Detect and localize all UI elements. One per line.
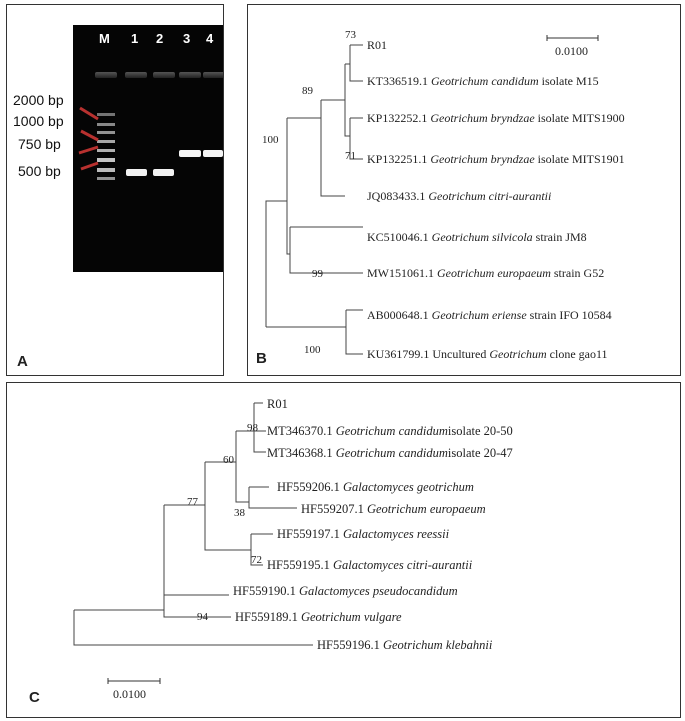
taxon-c-9: HF559196.1 Geotrichum klebahnii (317, 638, 493, 652)
marker-label-1000: 1000 bp (13, 113, 64, 129)
well-2 (153, 72, 175, 78)
scale-bar-c: 0.0100 (107, 678, 161, 701)
taxon-c-0: R01 (267, 397, 288, 411)
tree-b-bootstrap: 73 89 71 100 99 100 (262, 29, 357, 356)
tree-c-bootstrap: 98 60 38 77 72 94 (187, 422, 262, 623)
lane-label-1: 1 (131, 31, 139, 46)
bootstrap-b-99: 99 (312, 268, 324, 280)
band-lane-4 (203, 150, 223, 157)
tree-b: 0.0100 R01 KT336519.1 Geotrichum candidu… (262, 29, 625, 361)
tree-b-branches (265, 44, 363, 355)
taxon-c-2: MT346368.1 Geotrichum candidumisolate 20… (267, 446, 513, 460)
taxon-c-4: HF559207.1 Geotrichum europaeum (301, 502, 486, 516)
scale-bar-b: 0.0100 (546, 35, 599, 58)
pointer-2000 (79, 106, 99, 121)
bootstrap-b-71: 71 (345, 150, 356, 162)
panel-a-gel: M 1 2 3 4 2000 bp 1000 bp 750 bp 500 bp … (6, 4, 224, 376)
marker-label-750: 750 bp (18, 136, 61, 152)
taxon-b-0: R01 (367, 38, 387, 52)
taxon-c-1: MT346370.1 Geotrichum candidumisolate 20… (267, 424, 513, 438)
tree-c-branches (73, 402, 313, 646)
marker-label-500: 500 bp (18, 163, 61, 179)
bootstrap-c-60: 60 (223, 454, 235, 466)
taxon-c-5: HF559197.1 Galactomyces reessii (277, 527, 450, 541)
taxon-c-8: HF559189.1 Geotrichum vulgare (235, 610, 402, 624)
tree-c-labels: R01 MT346370.1 Geotrichum candidumisolat… (233, 397, 513, 652)
scale-label-b: 0.0100 (555, 44, 588, 58)
taxon-c-7: HF559190.1 Galactomyces pseudocandidum (233, 584, 458, 598)
bootstrap-c-98: 98 (247, 422, 259, 434)
panel-c-tree: 0.0100 R01 MT346370.1 Geotrichum candidu… (6, 382, 681, 718)
taxon-b-2: KP132252.1 Geotrichum bryndzae isolate M… (367, 111, 625, 125)
well-1 (125, 72, 147, 78)
bootstrap-b-89: 89 (302, 85, 314, 97)
taxon-c-6: HF559195.1 Galactomyces citri-aurantii (267, 558, 473, 572)
taxon-b-6: MW151061.1 Geotrichum europaeum strain G… (367, 266, 604, 280)
lane-label-2: 2 (156, 31, 164, 46)
taxon-c-3: HF559206.1 Galactomyces geotrichum (277, 480, 474, 494)
lane-label-m: M (99, 31, 110, 46)
bootstrap-b-73: 73 (345, 29, 357, 41)
taxon-b-4: JQ083433.1 Geotrichum citri-aurantii (367, 189, 551, 203)
bootstrap-b-100b: 100 (304, 344, 321, 356)
bootstrap-c-94: 94 (197, 611, 209, 623)
panel-label-a: A (17, 353, 28, 370)
marker-pointers (78, 106, 99, 171)
lane-label-3: 3 (183, 31, 191, 46)
tree-b-labels: R01 KT336519.1 Geotrichum candidum isola… (367, 38, 625, 361)
bootstrap-c-38: 38 (234, 507, 246, 519)
tree-c: 0.0100 R01 MT346370.1 Geotrichum candidu… (73, 397, 513, 701)
panel-b-tree: 0.0100 R01 KT336519.1 Geotrichum candidu… (247, 4, 681, 376)
taxon-b-1: KT336519.1 Geotrichum candidum isolate M… (367, 74, 599, 88)
pointer-1000 (80, 129, 99, 142)
panel-label-c: C (29, 689, 40, 706)
gel-bands (95, 72, 223, 180)
scale-label-c: 0.0100 (113, 687, 146, 701)
bootstrap-c-72: 72 (251, 554, 262, 566)
bootstrap-b-100a: 100 (262, 134, 279, 146)
marker-ladder (97, 113, 115, 180)
taxon-b-3: KP132251.1 Geotrichum bryndzae isolate M… (367, 152, 625, 166)
band-lane-2 (153, 169, 174, 176)
pointer-500 (80, 161, 99, 171)
bootstrap-c-77: 77 (187, 496, 199, 508)
band-lane-1 (126, 169, 147, 176)
pointer-750 (78, 145, 99, 155)
taxon-b-5: KC510046.1 Geotrichum silvicola strain J… (367, 230, 587, 244)
panel-label-b: B (256, 350, 267, 367)
lane-label-4: 4 (206, 31, 214, 46)
well-4 (203, 72, 223, 78)
taxon-b-8: KU361799.1 Uncultured Geotrichum clone g… (367, 347, 608, 361)
band-lane-3 (179, 150, 201, 157)
marker-label-2000: 2000 bp (13, 92, 64, 108)
well-m (95, 72, 117, 78)
well-3 (179, 72, 201, 78)
taxon-b-7: AB000648.1 Geotrichum eriense strain IFO… (367, 308, 612, 322)
